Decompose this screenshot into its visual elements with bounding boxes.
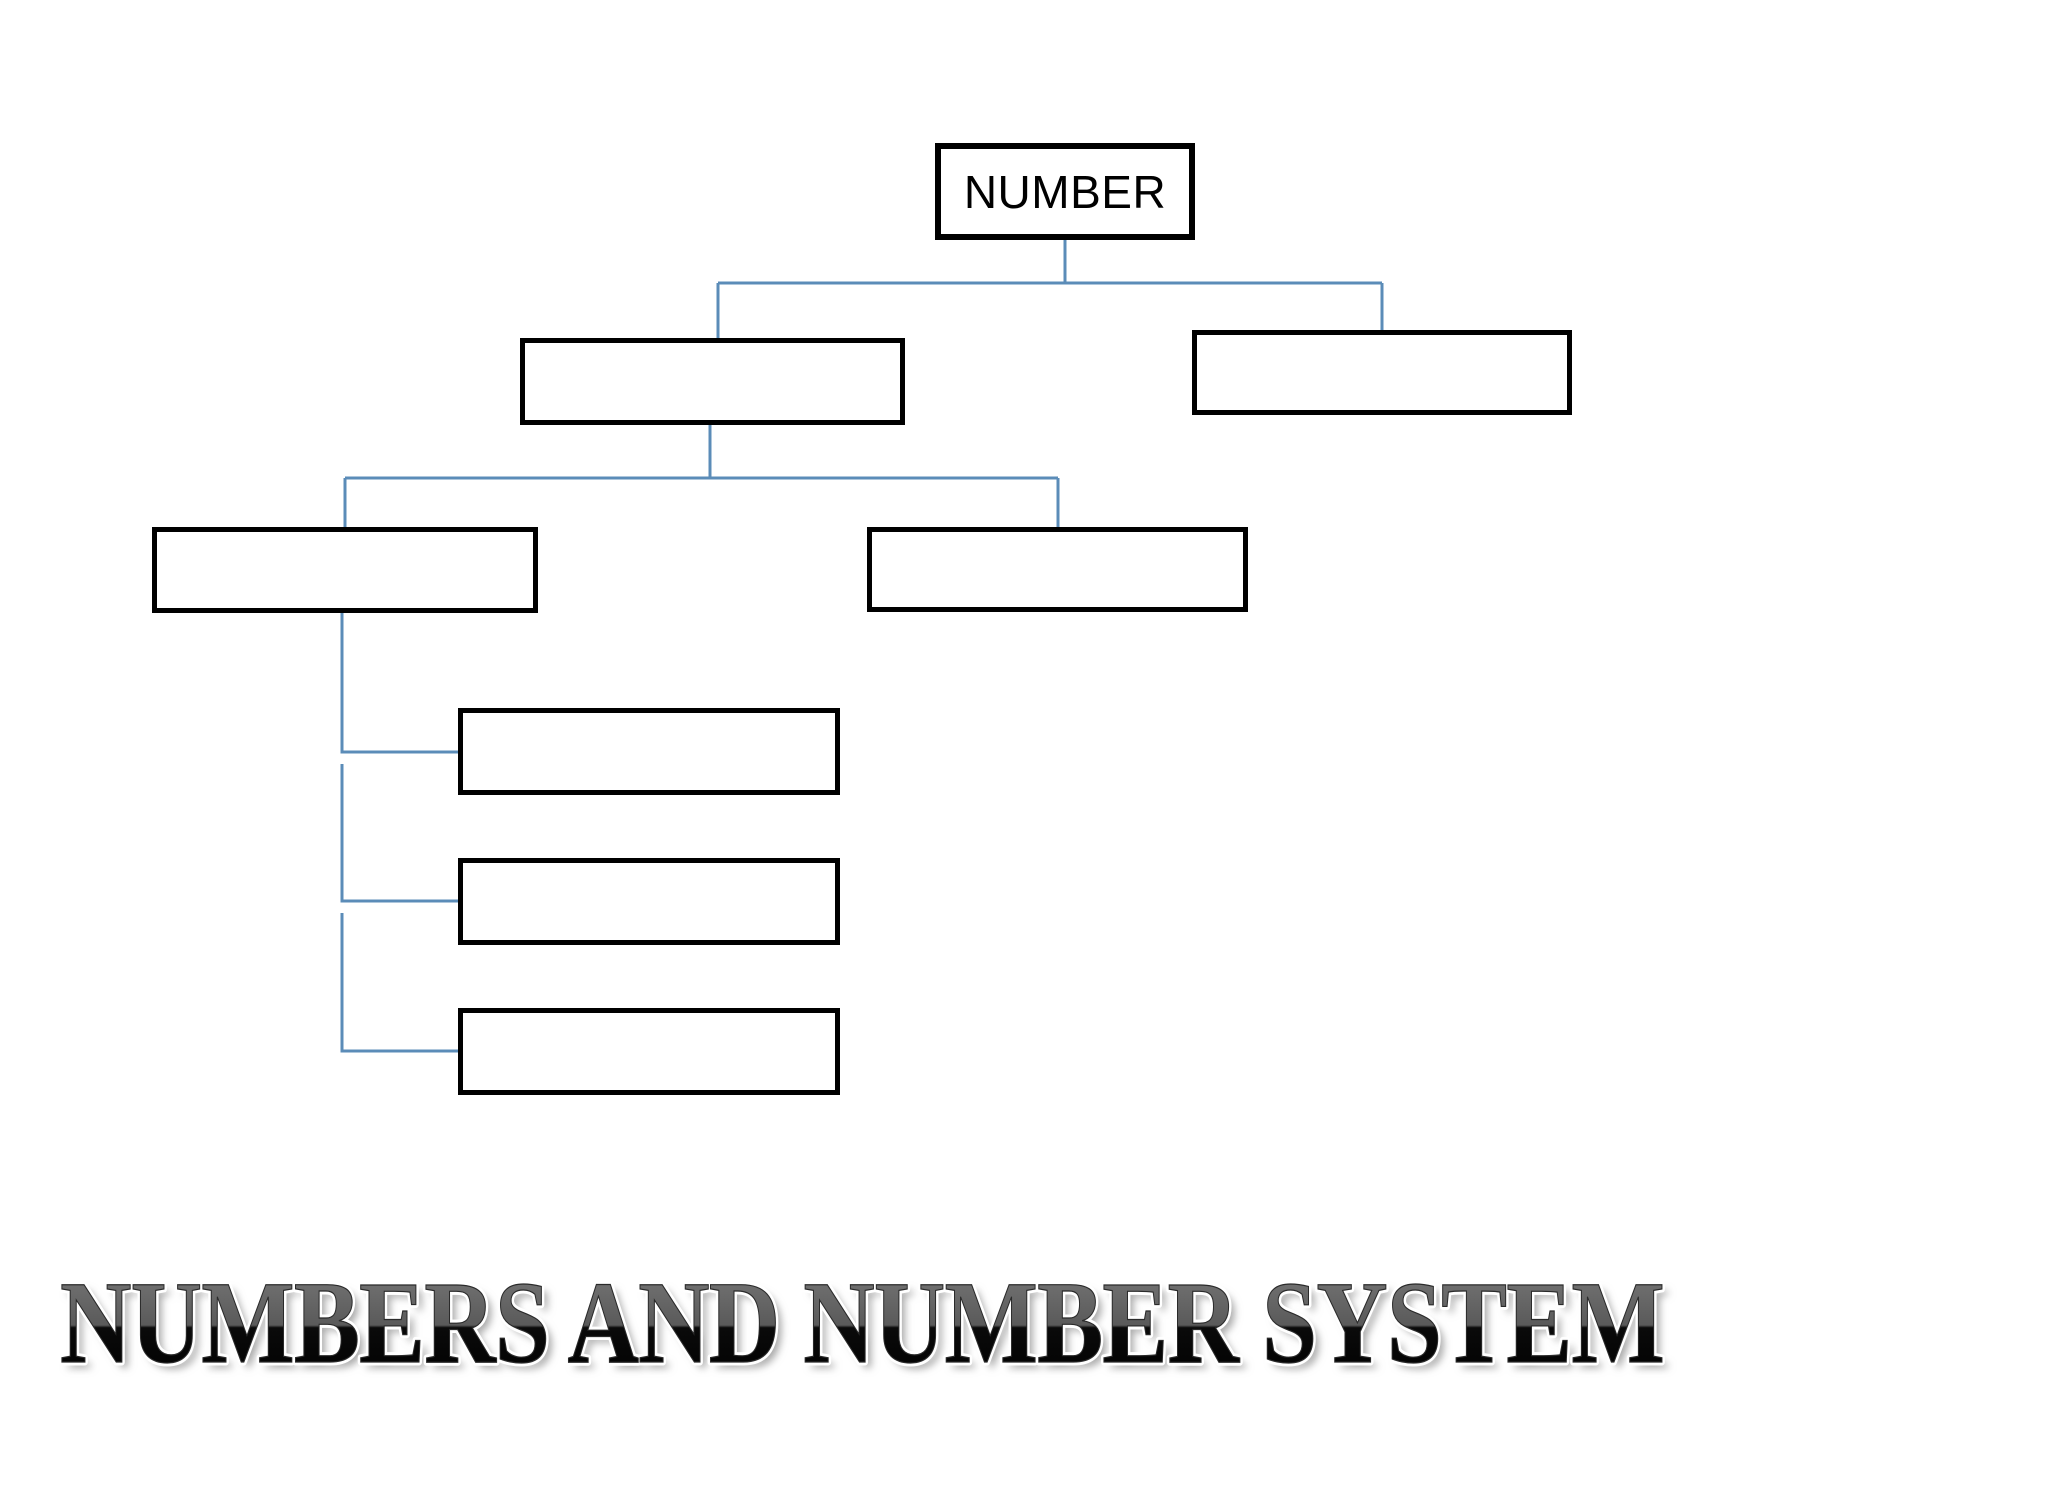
node-level2-right[interactable]: [1192, 330, 1572, 415]
edge-l3a-to-l4b: [340, 764, 458, 903]
node-level2-left[interactable]: [520, 338, 905, 425]
edge-l3a-to-l4c: [340, 913, 458, 1053]
node-level4-second[interactable]: [458, 858, 840, 945]
title-fill-layer: NUMBERS AND NUMBER SYSTEM: [60, 1257, 1664, 1388]
title-outline-layer: NUMBERS AND NUMBER SYSTEM: [60, 1257, 1664, 1388]
node-number-root[interactable]: NUMBER: [935, 143, 1195, 240]
title-wordart-svg: NUMBERS AND NUMBER SYSTEM NUMBERS AND NU…: [57, 1254, 1669, 1392]
title-shadow-layer: NUMBERS AND NUMBER SYSTEM: [60, 1257, 1664, 1388]
node-level3-left[interactable]: [152, 527, 538, 613]
node-level4-first[interactable]: [458, 708, 840, 795]
edge-l3a-to-l4a: [340, 613, 458, 754]
node-label: NUMBER: [963, 165, 1167, 218]
node-level3-right[interactable]: [867, 527, 1248, 612]
slide-title: NUMBERS AND NUMBER SYSTEM NUMBERS AND NU…: [52, 1254, 1672, 1392]
node-level4-third[interactable]: [458, 1008, 840, 1095]
